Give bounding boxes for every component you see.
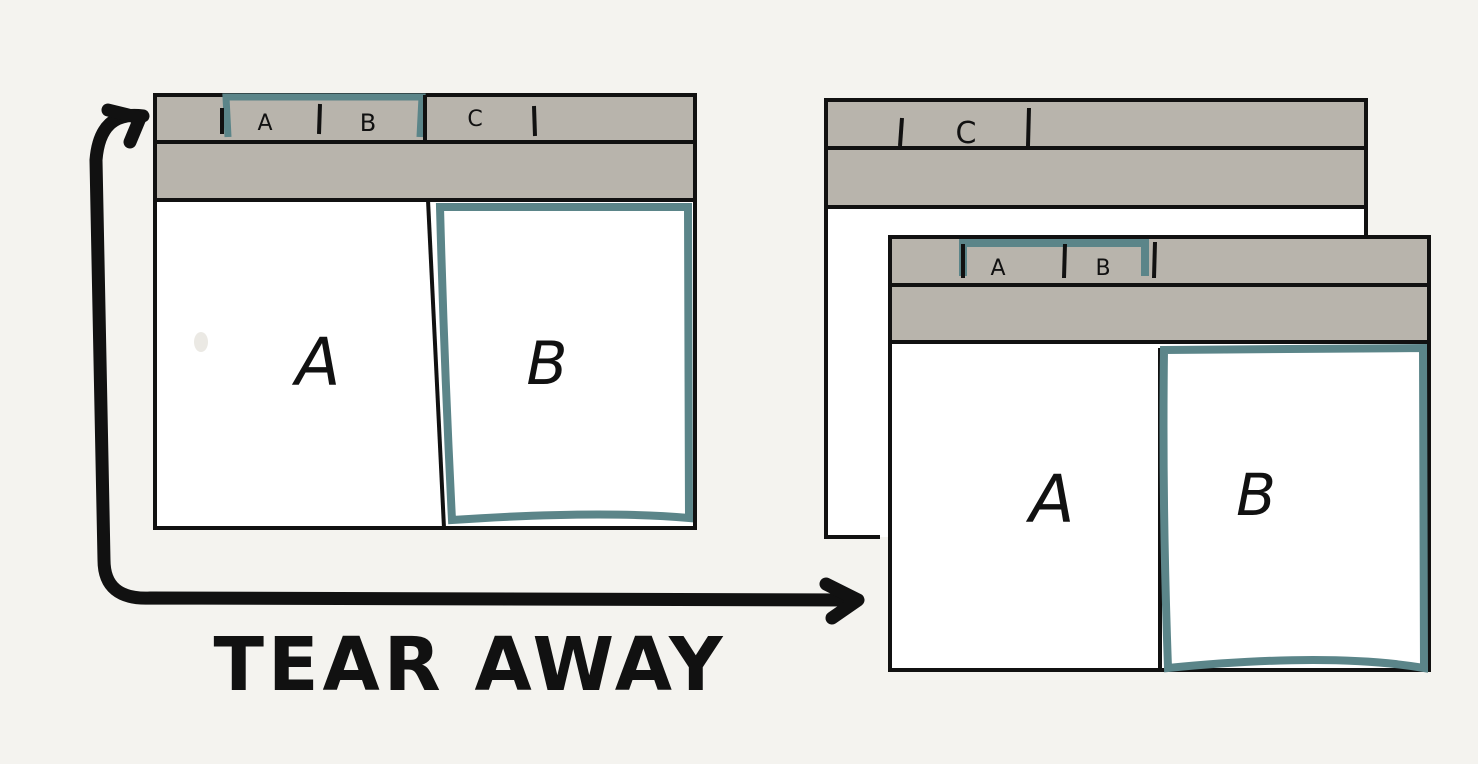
front-pane-b-label: B [1236, 461, 1276, 529]
left-window: A B C A B [153, 93, 697, 530]
left-tab-c[interactable]: C [467, 107, 482, 132]
left-pane-a-label: A [291, 324, 340, 401]
front-tab-a[interactable]: A [990, 256, 1005, 281]
left-split-divider[interactable] [426, 199, 446, 529]
left-tab-group-highlight [222, 93, 426, 138]
tear-away-arrow [89, 103, 865, 625]
left-tab-b[interactable]: B [360, 109, 376, 137]
back-tab-c[interactable]: C [956, 116, 977, 151]
right-front-window: A B A B [888, 235, 1431, 673]
front-pane-b-highlight [1159, 343, 1429, 673]
front-pane-a-label: A [1025, 461, 1074, 538]
left-pane-b-label: B [526, 329, 567, 399]
left-window-content [155, 200, 695, 528]
left-tab-a[interactable]: A [257, 111, 272, 136]
caption-tear-away: TEAR AWAY [213, 622, 726, 708]
front-tab-b[interactable]: B [1095, 256, 1110, 281]
left-pane-b-highlight [435, 203, 694, 525]
